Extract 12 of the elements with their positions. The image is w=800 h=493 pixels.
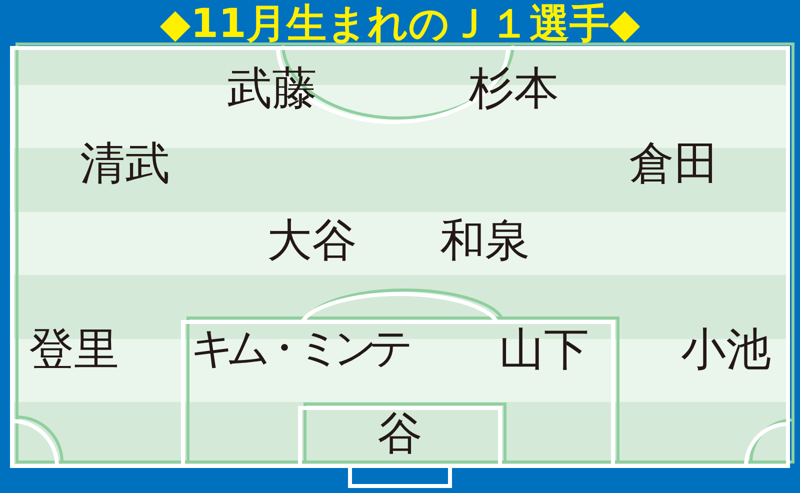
player-name: 登里 [29, 326, 119, 372]
player-name: 山下 [499, 326, 589, 372]
player-name: 倉田 [629, 140, 719, 186]
player-name: 武藤 [227, 66, 317, 110]
player-name: キム・ミンテ [190, 328, 407, 370]
player-name: 清武 [80, 140, 170, 186]
player-name: 杉本 [469, 66, 559, 110]
title: ◆11月生まれのＪ１選手◆ [160, 4, 640, 44]
player-name: 小池 [681, 326, 771, 372]
player-name: 大谷 [267, 218, 357, 262]
player-name: 谷 [378, 410, 422, 456]
player-name: 和泉 [440, 218, 530, 262]
